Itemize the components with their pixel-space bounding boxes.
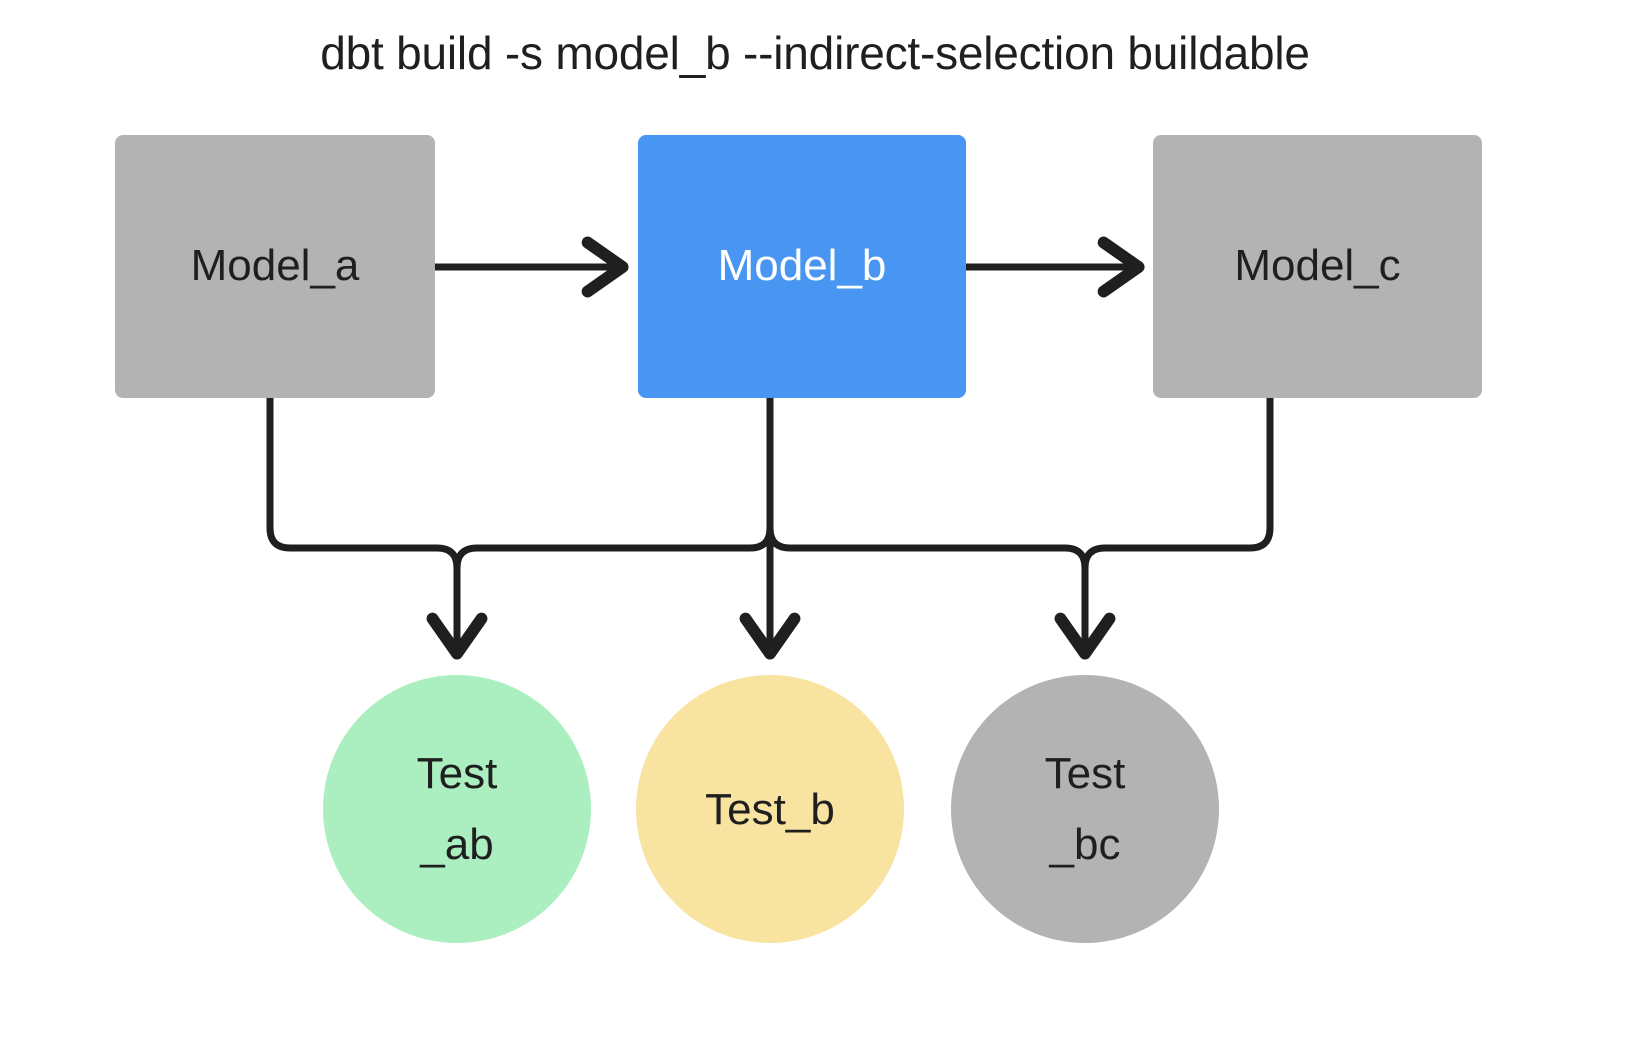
diagram-title: dbt build -s model_b --indirect-selectio…	[320, 27, 1310, 79]
node-model-a[interactable]: Model_a	[115, 135, 435, 398]
edge-model-b-to-test-ab	[453, 400, 774, 569]
edge-model-a-to-test-ab	[266, 398, 488, 660]
node-test-bc-label-line2: _bc	[1049, 820, 1121, 869]
node-model-c[interactable]: Model_c	[1153, 135, 1482, 398]
node-model-a-label: Model_a	[190, 241, 360, 291]
node-model-b-label: Model_b	[717, 241, 887, 291]
edge-model-b-to-test-bc	[766, 527, 1116, 660]
edge-model-c-to-test-bc	[1081, 398, 1274, 569]
node-test-ab[interactable]: Test _ab	[323, 675, 591, 943]
node-model-c-label: Model_c	[1234, 241, 1401, 291]
node-test-b[interactable]: Test_b	[636, 675, 904, 943]
node-test-b-label-line1: Test_b	[705, 784, 835, 834]
node-test-bc[interactable]: Test _bc	[951, 675, 1219, 943]
node-test-bc-label-line1: Test	[1044, 749, 1126, 798]
node-test-ab-label-line1: Test	[416, 749, 498, 798]
node-model-b[interactable]: Model_b	[638, 135, 966, 398]
node-test-ab-label-line2: _ab	[420, 820, 494, 869]
